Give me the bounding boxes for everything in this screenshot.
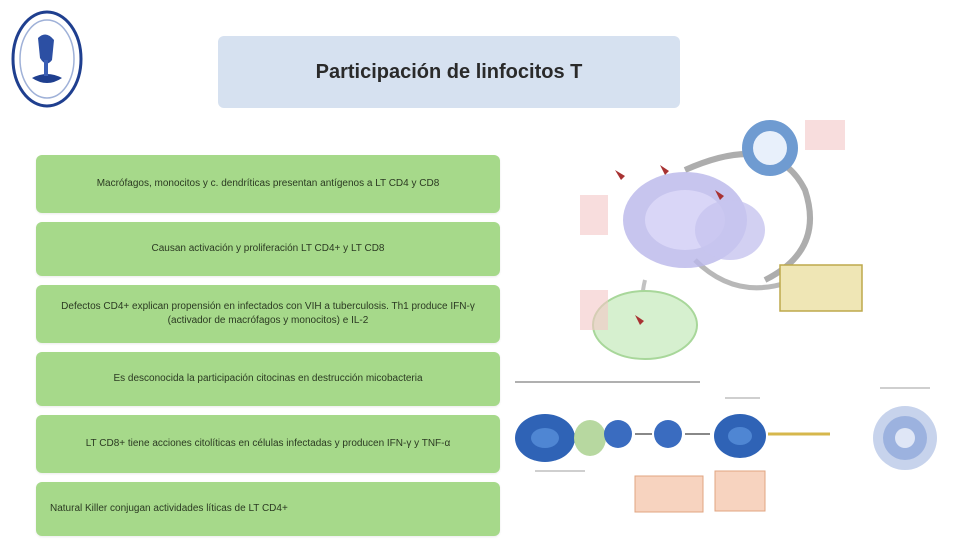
bullet-item: Natural Killer conjugan actividades líti… <box>36 482 500 536</box>
slide-title: Participación de linfocitos T <box>315 60 583 83</box>
cell-lineage-figure <box>515 381 937 513</box>
slide-title-box: Participación de linfocitos T <box>218 36 680 108</box>
bullet-item: Defectos CD4+ explican propensión en inf… <box>36 285 500 343</box>
bullet-item: Es desconocida la participación citocina… <box>36 352 500 406</box>
bullet-item: LT CD8+ tiene acciones citolíticas en cé… <box>36 415 500 473</box>
institution-logo <box>11 10 83 108</box>
bullet-item: Causan activación y proliferación LT CD4… <box>36 222 500 276</box>
immune-interaction-figure <box>580 120 863 360</box>
bullet-list: Macrófagos, monocitos y c. dendríticas p… <box>36 155 500 545</box>
bullet-item: Macrófagos, monocitos y c. dendríticas p… <box>36 155 500 213</box>
